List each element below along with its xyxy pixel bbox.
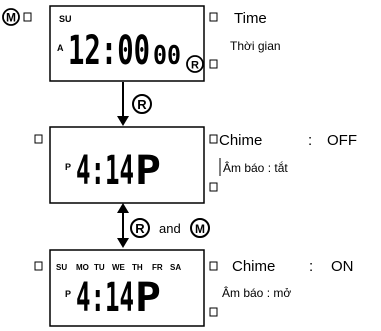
m-button-icon: M [190, 218, 210, 238]
am-pm-indicator: P [65, 289, 71, 299]
button-marker [209, 261, 218, 271]
day-indicator: TU [94, 263, 105, 272]
caption-value: OFF [327, 132, 357, 149]
caption-title: Time [234, 10, 267, 27]
transition-r: R [117, 82, 152, 126]
am-pm-indicator: A [57, 43, 64, 53]
button-marker [209, 12, 218, 22]
panel-chime-on: SU MO TU WE TH FR SA P 4:14 P Chime : ON… [34, 249, 354, 327]
day-indicator: SA [170, 263, 181, 272]
caption-separator: : [308, 132, 312, 149]
caption-title: Chime [232, 258, 275, 275]
button-marker [34, 261, 43, 271]
chime-suffix: P [135, 148, 161, 194]
day-indicator: FR [152, 263, 163, 272]
r-button-icon: R [186, 55, 204, 73]
m-button-label: M [6, 11, 16, 25]
button-marker [23, 12, 32, 22]
day-indicator: TH [132, 263, 143, 272]
and-label: and [159, 221, 181, 236]
seconds-display: 00 [153, 41, 181, 71]
caption-vi: Thời gian [230, 39, 281, 53]
panel-time: M SU A 12:00 00 R Time Thời gian [2, 5, 281, 82]
chime-suffix: P [135, 275, 161, 321]
lcd-frame [49, 126, 205, 204]
button-marker [34, 134, 43, 144]
button-marker [209, 182, 218, 192]
day-indicator: SU [59, 14, 72, 24]
day-indicator: WE [112, 263, 126, 272]
caption-value: ON [331, 258, 354, 275]
day-indicator: MO [76, 263, 89, 272]
panel-chime-off: P 4:14 P Chime : OFF Âm báo : tắt [34, 126, 357, 204]
button-marker [209, 59, 218, 69]
r-button-label: R [137, 97, 147, 112]
lcd-frame [49, 249, 205, 327]
am-pm-indicator: P [65, 162, 71, 172]
lcd-frame [49, 5, 205, 82]
m-button-icon: M [2, 8, 20, 26]
m-button-label: M [195, 222, 205, 236]
caption-title: Chime [219, 132, 262, 149]
day-indicator: SU [56, 263, 67, 272]
r-button-icon: R [130, 218, 150, 238]
time-display: 4:14 [76, 275, 134, 321]
r-button-label: R [191, 60, 199, 72]
r-button-label: R [135, 221, 145, 236]
day-indicator-row: SU MO TU WE TH FR SA [56, 263, 181, 272]
time-display: 4:14 [76, 148, 134, 194]
button-marker [209, 134, 218, 144]
r-button-icon: R [132, 94, 152, 114]
caption-separator: : [309, 258, 313, 275]
button-marker [209, 307, 218, 317]
caption-vi: Âm báo : tắt [223, 160, 288, 175]
time-display: 12:00 [68, 28, 150, 74]
transition-r-and-m: R and M [117, 203, 210, 248]
caption-vi: Âm báo : mở [222, 285, 291, 300]
